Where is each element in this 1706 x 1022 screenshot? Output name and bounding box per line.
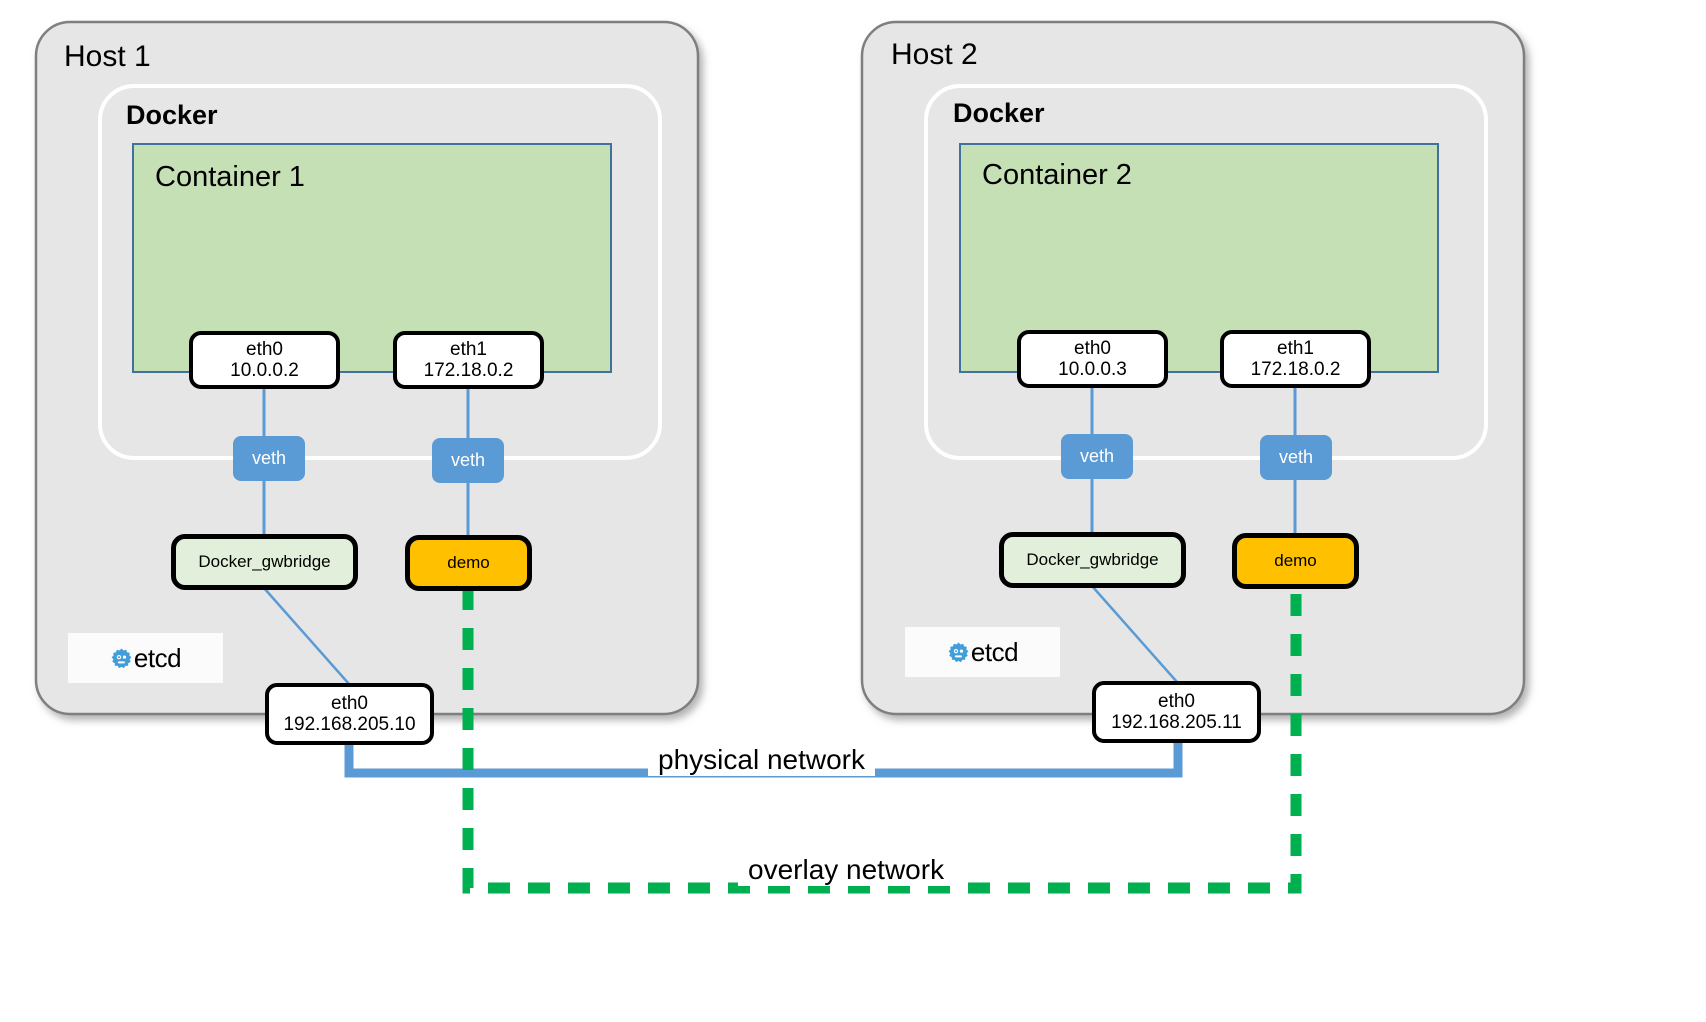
host-1-docker-gwbridge-label: Docker_gwbridge	[198, 552, 331, 571]
host-2-gwbridge-eth0-link	[1091, 585, 1186, 692]
host-1-docker-label: Docker	[126, 100, 218, 130]
host-1-docker-region	[98, 84, 662, 460]
host-1-veth-1-label: veth	[450, 450, 486, 470]
host-2-label: Host 2	[891, 38, 978, 71]
overlay-network-label: overlay network	[738, 854, 955, 886]
host-1-host-eth0-box[interactable]: eth0 192.168.205.10	[265, 683, 434, 745]
host-1-host-eth0-ip: 192.168.205.10	[283, 714, 416, 735]
host-2-host-eth0-box[interactable]: eth0 192.168.205.11	[1092, 681, 1261, 743]
host-1-demo-network-box[interactable]: demo	[405, 535, 532, 591]
host-2-host-eth0-name: eth0	[1158, 690, 1195, 712]
host-2-veth-1-label: veth	[1278, 447, 1314, 467]
host-2-docker-region	[924, 84, 1488, 460]
host-2-demo-network-box[interactable]: demo	[1232, 533, 1359, 589]
etcd-gear-icon	[947, 641, 970, 664]
host-2-container-eth0-name: eth0	[1074, 337, 1111, 359]
physical-network-label: physical network	[648, 744, 875, 776]
host-1-container-eth1-box[interactable]: eth1 172.18.0.2	[393, 331, 544, 389]
host-1-demo-network-label: demo	[447, 553, 490, 572]
host-2-veth-0-label: veth	[1079, 446, 1115, 466]
host-1-container-eth0-name: eth0	[246, 338, 283, 360]
host-1-etcd-badge: etcd	[68, 633, 223, 683]
host-1-label: Host 1	[64, 40, 151, 73]
host-2-etcd-badge: etcd	[905, 627, 1060, 677]
host-1-veth-0-label: veth	[251, 448, 287, 468]
host-2-docker-gwbridge-box[interactable]: Docker_gwbridge	[999, 532, 1186, 588]
host-2-veth-1-box[interactable]: veth	[1260, 435, 1332, 480]
host-1-veth-0-box[interactable]: veth	[233, 436, 305, 481]
host-2-container-eth1-name: eth1	[1277, 337, 1314, 359]
host-2-etcd-label: etcd	[970, 636, 1019, 667]
host-2-container-eth1-box[interactable]: eth1 172.18.0.2	[1220, 330, 1371, 388]
host-2-docker-gwbridge-label: Docker_gwbridge	[1026, 550, 1159, 569]
host-1-docker-gwbridge-box[interactable]: Docker_gwbridge	[171, 534, 358, 590]
host-2-container-eth0-ip: 10.0.0.3	[1058, 359, 1127, 380]
host-1-etcd-label: etcd	[133, 642, 182, 673]
host-1-container-label: Container 1	[155, 161, 305, 193]
host-2-container-label: Container 2	[982, 159, 1132, 191]
host-2-docker-label: Docker	[953, 98, 1045, 128]
host-1-container-eth0-box[interactable]: eth0 10.0.0.2	[189, 331, 340, 389]
host-1-veth-1-box[interactable]: veth	[432, 438, 504, 483]
host-1-container-eth1-ip: 172.18.0.2	[423, 360, 514, 381]
host-1-gwbridge-eth0-link	[263, 587, 358, 694]
host-2-host-eth0-ip: 192.168.205.11	[1111, 712, 1242, 733]
host-2-container-eth0-box[interactable]: eth0 10.0.0.3	[1017, 330, 1168, 388]
host-2-demo-network-label: demo	[1274, 551, 1317, 570]
etcd-gear-icon	[110, 647, 133, 670]
host-1-container-eth1-name: eth1	[450, 338, 487, 360]
host-2-veth-0-box[interactable]: veth	[1061, 434, 1133, 479]
host-1-host-eth0-name: eth0	[331, 692, 368, 714]
host-1-container-eth0-ip: 10.0.0.2	[230, 360, 299, 381]
host-2-container-eth1-ip: 172.18.0.2	[1250, 359, 1341, 380]
